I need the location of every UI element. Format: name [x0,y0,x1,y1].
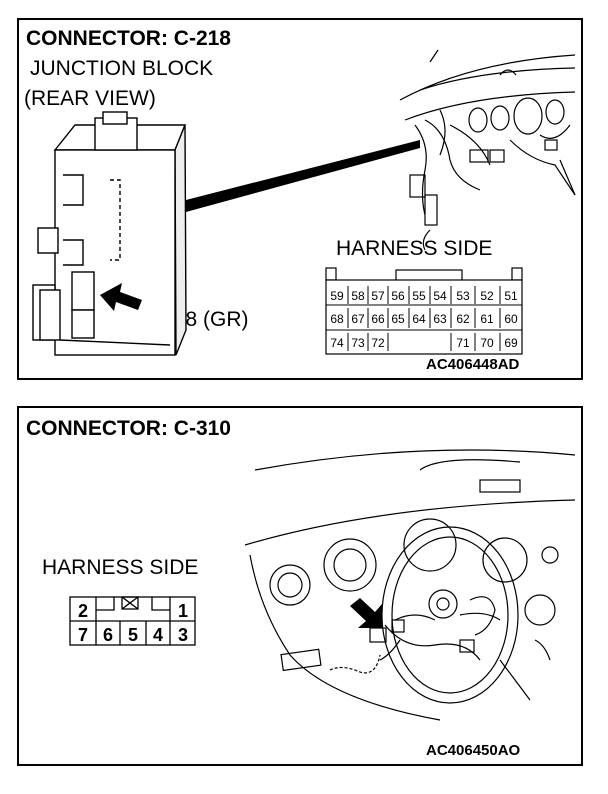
junction-block-label: JUNCTION BLOCK [30,57,214,80]
pin-51: 51 [504,289,518,303]
pin-67: 67 [351,312,365,326]
c310-pin-numbers: 2 1 7 6 5 4 3 [78,601,188,645]
pin-52: 52 [480,289,494,303]
harness-side-label-1: HARNESS SIDE [336,237,493,260]
junction-block-illustration [32,111,187,356]
c218-pointer-arrow [100,283,142,311]
steering-wheel-dashboard-illustration [244,449,576,721]
harness-side-label-2: HARNESS SIDE [42,556,199,579]
pin-73: 73 [351,336,365,350]
pin-64: 64 [412,312,426,326]
c218-pin-grid [326,286,522,351]
pin-61: 61 [480,312,494,326]
pin-65: 65 [391,312,405,326]
pin-3: 3 [178,625,188,645]
pin-60: 60 [504,312,518,326]
pin-69: 69 [504,336,518,350]
pin-54: 54 [433,289,447,303]
pin-68: 68 [330,312,344,326]
pin-72: 72 [371,336,385,350]
connector-c310-title: CONNECTOR: C-310 [26,417,231,440]
pin-63: 63 [433,312,447,326]
pin-57: 57 [371,289,385,303]
pin-66: 66 [371,312,385,326]
pin-7: 7 [78,625,88,645]
pin-55: 55 [412,289,426,303]
dashboard-illustration-1 [399,49,576,251]
c310-pointer-arrow [350,598,382,628]
c218-pin-numbers: 59 58 57 56 55 54 53 52 51 68 67 66 65 6… [330,289,518,350]
pin-4: 4 [153,625,163,645]
pin-5: 5 [128,625,138,645]
pin-58: 58 [351,289,365,303]
pin-1: 1 [178,601,188,621]
pin-74: 74 [330,336,344,350]
pin-53: 53 [456,289,470,303]
pin-62: 62 [456,312,470,326]
pin-59: 59 [330,289,344,303]
figure-code-2: AC406450AO [426,742,521,759]
rear-view-label: (REAR VIEW) [24,87,156,110]
pin-56: 56 [391,289,405,303]
connector-c218-title: CONNECTOR: C-218 [26,27,231,50]
pin-6: 6 [103,625,113,645]
c310-pin-grid [70,596,195,645]
connector-c310-panel [17,406,583,766]
pin-71: 71 [456,336,470,350]
leader-wedge [186,140,420,212]
pin-2: 2 [78,601,88,621]
figure-code-1: AC406448AD [426,356,520,373]
pin-70: 70 [480,336,494,350]
c218-connector-face [325,267,523,355]
